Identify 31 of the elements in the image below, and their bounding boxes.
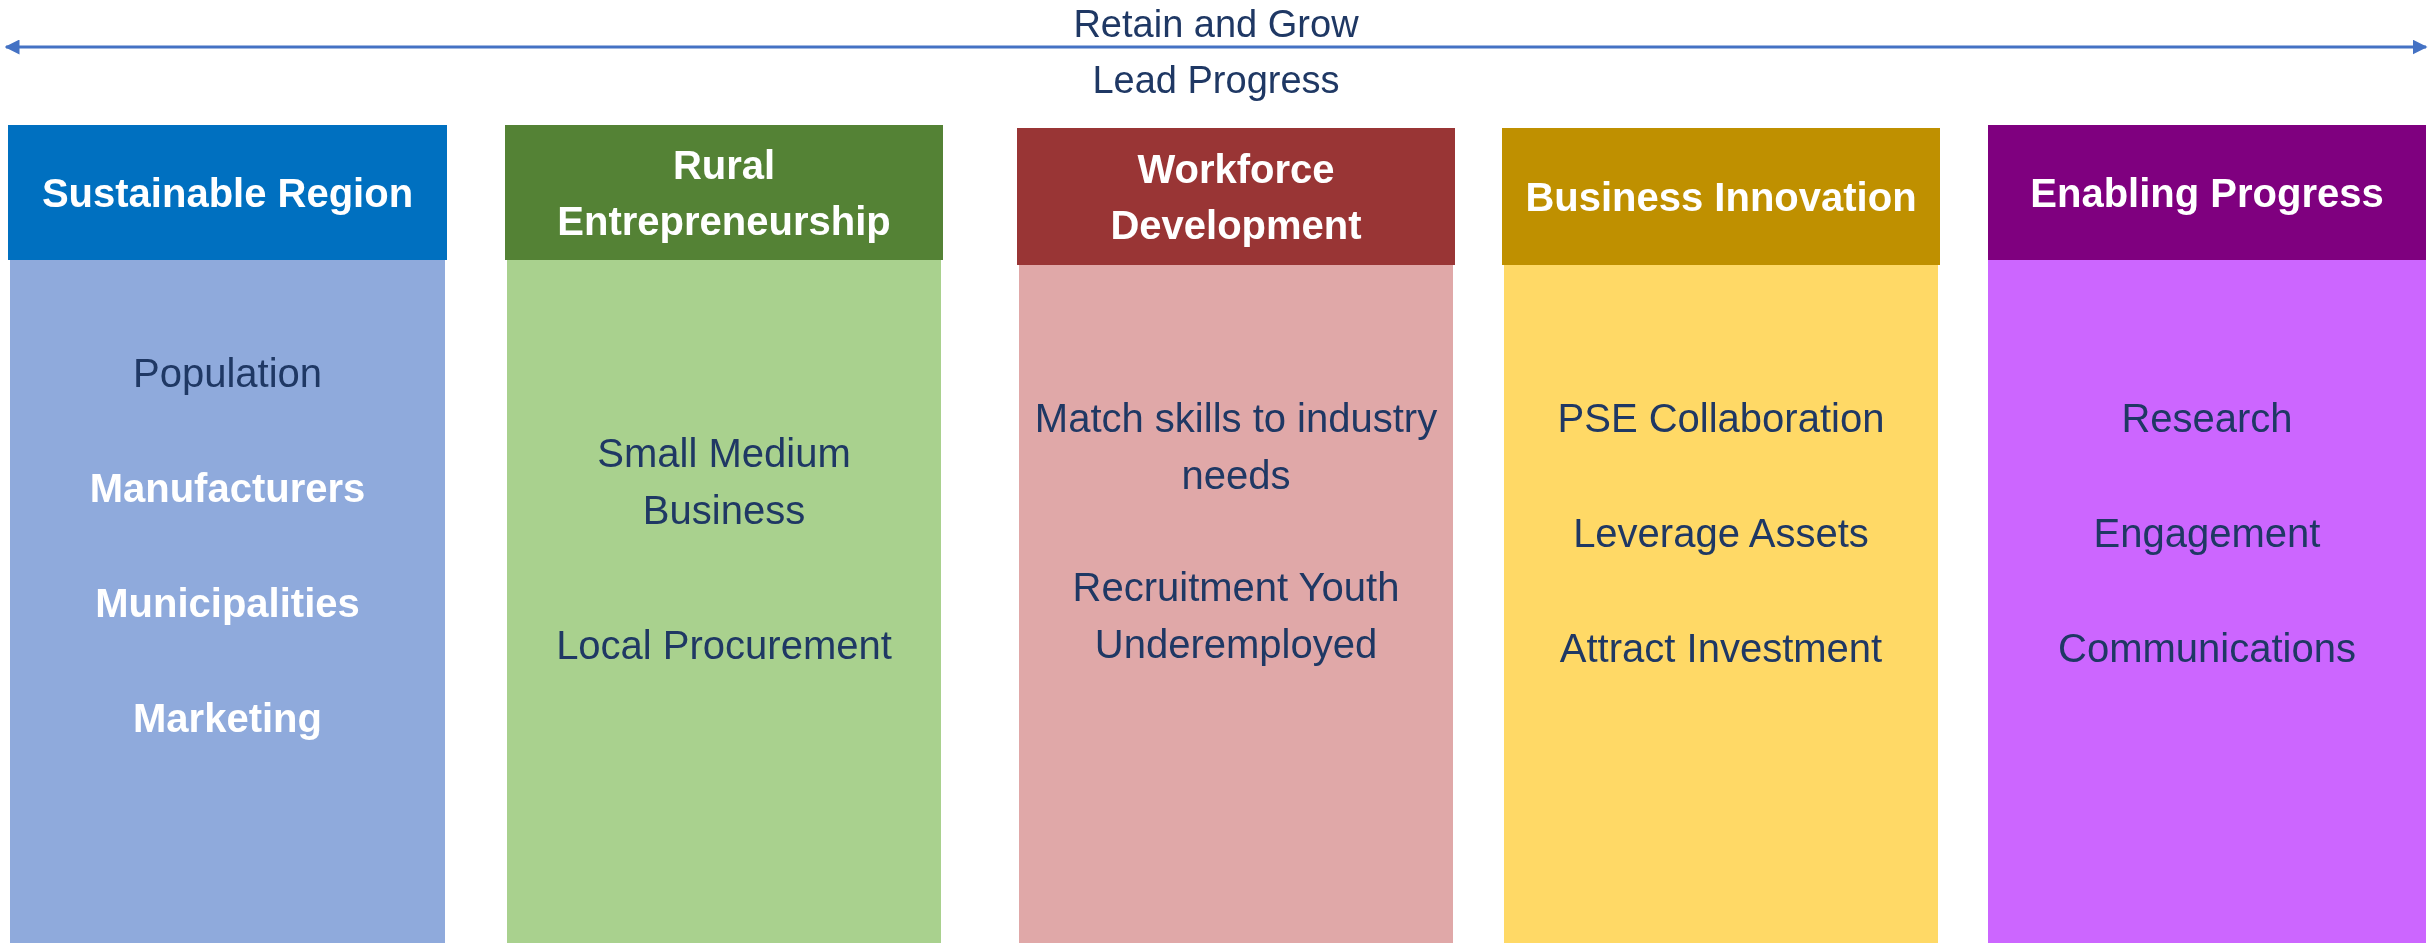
header-text: Rural Entrepreneurship [556, 141, 892, 245]
column-panel [1019, 265, 1453, 943]
column-header [1017, 128, 1455, 265]
item-text: Local Procurement [556, 622, 892, 669]
scope-label: Retain and Grow [1072, 2, 1360, 46]
column-panel [10, 260, 445, 943]
item-text: Manufacturers [89, 465, 366, 512]
item-text: Recruitment Youth Underemployed [1071, 564, 1401, 668]
item-text: Population [132, 350, 322, 397]
item-text: Match skills to industry needs [1033, 395, 1439, 499]
scope-label: Lead Progress [1091, 58, 1341, 102]
column-panel [1504, 265, 1938, 943]
item-text: Marketing [133, 695, 322, 742]
column-header [8, 125, 447, 260]
header-text: Workforce Development [1109, 145, 1363, 249]
item-text: Municipalities [95, 580, 360, 627]
header-text: Enabling Progress [2030, 169, 2384, 217]
item-text: Attract Investment [1559, 625, 1883, 672]
column-panel [1988, 260, 2426, 943]
column-panel [507, 260, 941, 943]
column-header [1988, 125, 2426, 260]
item-text: Research [2121, 395, 2293, 442]
column-header [1502, 128, 1940, 265]
header-text: Business Innovation [1525, 173, 1917, 221]
item-text: Communications [2058, 625, 2356, 672]
item-text: PSE Collaboration [1557, 395, 1885, 442]
column-header [505, 125, 943, 260]
header-text: Sustainable Region [41, 169, 414, 217]
item-text: Engagement [2093, 510, 2321, 557]
item-text: Leverage Assets [1573, 510, 1869, 557]
item-text: Small Medium Business [596, 430, 852, 534]
